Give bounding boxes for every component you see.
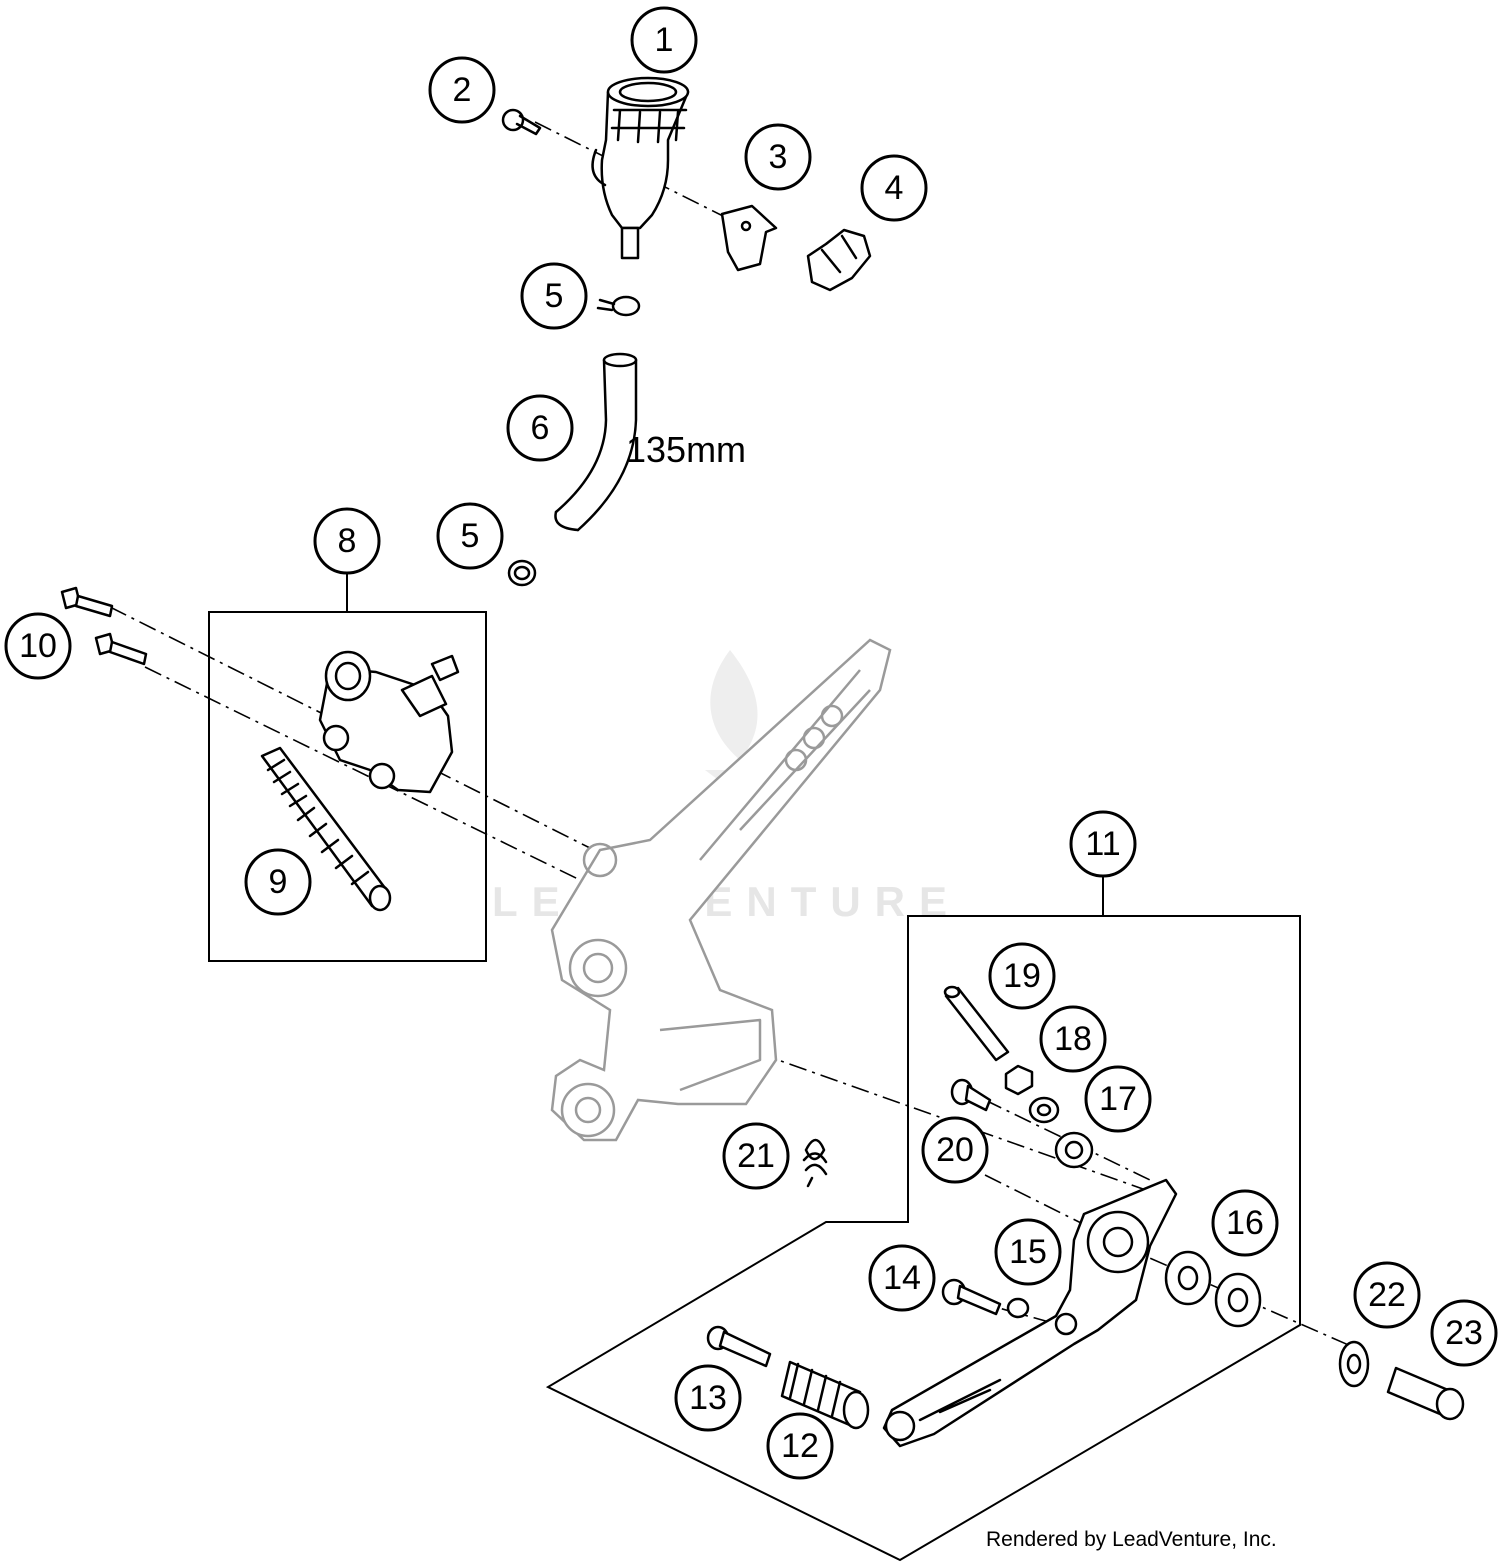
footpeg-part-12 — [780, 1360, 870, 1430]
callout-16: 16 — [1211, 1189, 1279, 1257]
bracket-part-3 — [720, 204, 778, 272]
footrest-bracket-ghost — [550, 638, 892, 1142]
svg-text:23: 23 — [1445, 1314, 1483, 1352]
callout-6: 6 — [506, 394, 574, 462]
callout-2: 2 — [428, 56, 496, 124]
callout-8: 8 — [313, 507, 381, 575]
svg-text:1: 1 — [655, 21, 674, 59]
spring-part-21 — [802, 1138, 828, 1188]
bolt-part-10a — [60, 586, 114, 618]
svg-text:11: 11 — [1085, 825, 1120, 863]
callout-15: 15 — [994, 1218, 1062, 1286]
svg-text:2: 2 — [453, 71, 472, 109]
svg-text:5: 5 — [545, 277, 564, 315]
callout-14: 14 — [868, 1244, 936, 1312]
screw-part-2 — [501, 108, 542, 136]
nut-part-18 — [1004, 1064, 1034, 1096]
hose-clip-part-5a — [596, 295, 641, 317]
svg-text:14: 14 — [883, 1259, 921, 1297]
callout-21: 21 — [722, 1122, 790, 1190]
bolt-part-13 — [706, 1325, 772, 1368]
callout-12: 12 — [766, 1412, 834, 1480]
callout-22: 22 — [1353, 1261, 1421, 1329]
callout-5b: 5 — [436, 502, 504, 570]
callout-11: 11 — [1069, 810, 1137, 878]
pin-part-19 — [943, 985, 1010, 1062]
svg-text:6: 6 — [531, 409, 550, 447]
bolt-part-14 — [941, 1278, 1030, 1319]
hose-length-label: 135mm — [626, 429, 746, 470]
callout-9: 9 — [244, 848, 312, 916]
svg-text:5: 5 — [461, 517, 480, 555]
svg-text:19: 19 — [1003, 957, 1041, 995]
master-cylinder-part-8 — [318, 650, 460, 794]
bearing-part-16b — [1214, 1272, 1262, 1328]
callout-4: 4 — [860, 154, 928, 222]
render-credit: Rendered by LeadVenture, Inc. — [986, 1528, 1277, 1551]
washer-part-17a — [1028, 1096, 1060, 1124]
svg-text:22: 22 — [1368, 1276, 1406, 1314]
svg-text:9: 9 — [269, 863, 288, 901]
svg-text:4: 4 — [885, 169, 904, 207]
svg-text:18: 18 — [1054, 1020, 1092, 1058]
bolt-part-20 — [950, 1078, 992, 1112]
svg-text:12: 12 — [781, 1427, 819, 1465]
svg-text:15: 15 — [1009, 1233, 1047, 1271]
hose-part-6 — [554, 352, 638, 532]
group-box-11 — [545, 915, 1301, 1562]
callout-13: 13 — [674, 1364, 742, 1432]
svg-text:3: 3 — [769, 138, 788, 176]
callout-5a: 5 — [520, 262, 588, 330]
callout-23: 23 — [1430, 1299, 1498, 1367]
svg-text:10: 10 — [19, 627, 57, 665]
callout-3: 3 — [744, 123, 812, 191]
piston-part-9 — [260, 746, 392, 912]
svg-text:16: 16 — [1226, 1204, 1264, 1242]
washer-part-17b — [1054, 1131, 1094, 1169]
svg-text:20: 20 — [936, 1131, 974, 1169]
reservoir-part — [591, 76, 690, 260]
callout-10: 10 — [4, 612, 72, 680]
svg-text:8: 8 — [338, 522, 357, 560]
bolt-part-10b — [94, 632, 148, 666]
svg-text:13: 13 — [689, 1379, 727, 1417]
pedal-lever-part-15 — [882, 1178, 1178, 1448]
callout-17: 17 — [1084, 1065, 1152, 1133]
callout-1: 1 — [630, 6, 698, 74]
bearing-part-16a — [1164, 1250, 1212, 1306]
callout-20: 20 — [921, 1116, 989, 1184]
hose-clip-part-5b — [507, 559, 537, 587]
svg-text:17: 17 — [1099, 1080, 1137, 1118]
callout-18: 18 — [1039, 1005, 1107, 1073]
callout-19: 19 — [988, 942, 1056, 1010]
clamp-part-4 — [806, 228, 872, 292]
bolt-part-23 — [1386, 1366, 1465, 1421]
washer-part-22 — [1338, 1340, 1370, 1388]
svg-text:21: 21 — [737, 1137, 775, 1175]
